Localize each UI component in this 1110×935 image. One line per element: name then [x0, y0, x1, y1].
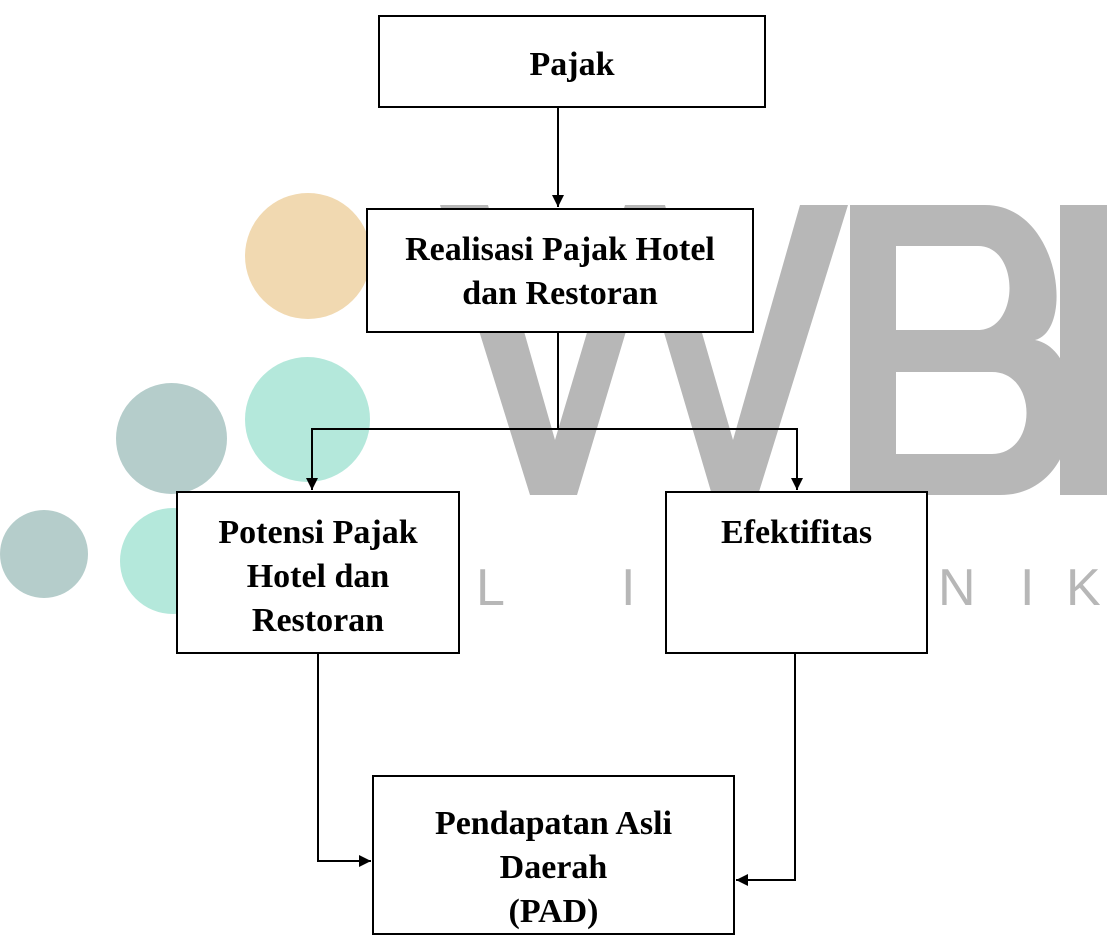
arrow-potensi-to-pad	[317, 654, 371, 867]
arrow-realisasi-to-potensi	[306, 333, 559, 490]
watermark-logo-letters	[440, 205, 1107, 495]
node-pad-label-line-2: Daerah	[499, 849, 608, 886]
node-realisasi-pajak-hotel-restoran: Realisasi Pajak Hotel dan Restoran	[366, 208, 754, 333]
node-efektifitas: Efektifitas	[665, 491, 928, 654]
watermark-subtitle-letter: K	[1066, 559, 1101, 617]
node-pad-label-line-3: (PAD)	[508, 893, 599, 930]
node-potensi-label-line-2: Hotel dan	[246, 558, 390, 595]
arrow-efektifitas-to-pad	[736, 654, 796, 886]
node-realisasi-label-line-1: Realisasi Pajak Hotel	[405, 231, 715, 268]
watermark-subtitle-letter: I	[1020, 559, 1035, 617]
watermark-subtitle-letter: N	[938, 559, 976, 617]
watermark-subtitle-letter: I	[621, 559, 636, 617]
node-realisasi-label-line-2: dan Restoran	[462, 275, 658, 312]
node-potensi-label-line-1: Potensi Pajak	[218, 514, 418, 551]
arrow-realisasi-to-efektifitas	[558, 428, 803, 490]
watermark-circle-tan	[245, 193, 371, 319]
node-pad-label-line-1: Pendapatan Asli	[434, 805, 673, 842]
watermark-letter-b	[850, 205, 1073, 495]
node-potensi-label-line-3: Restoran	[251, 602, 385, 639]
node-efektifitas-label: Efektifitas	[720, 514, 873, 551]
watermark-circle-gray-top	[116, 383, 227, 494]
node-potensi-pajak-hotel-restoran: Potensi Pajak Hotel dan Restoran	[176, 491, 460, 654]
watermark-circle-gray-bottom	[0, 510, 88, 598]
node-pajak-label: Pajak	[529, 46, 615, 83]
node-pajak: Pajak	[378, 15, 766, 108]
watermark-letter-i	[1060, 205, 1107, 495]
node-pendapatan-asli-daerah: Pendapatan Asli Daerah (PAD)	[372, 775, 735, 935]
watermark-circle-mint-top	[245, 357, 370, 482]
watermark-letter-w	[440, 205, 848, 495]
watermark-subtitle-letter: L	[476, 559, 505, 617]
